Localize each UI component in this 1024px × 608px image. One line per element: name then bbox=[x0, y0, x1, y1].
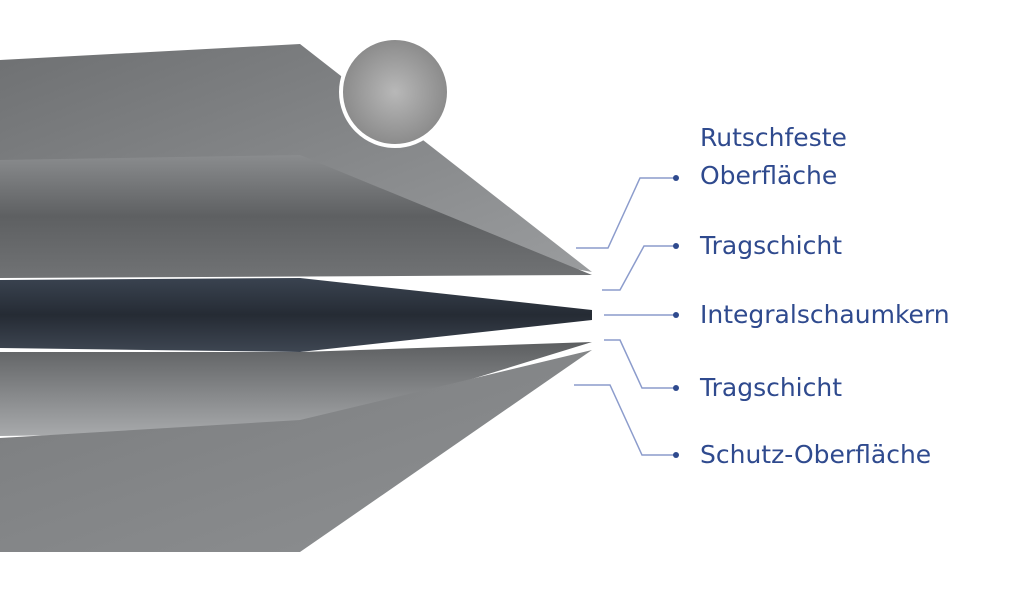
leader-dot-3 bbox=[673, 312, 679, 318]
leader-dot-1 bbox=[673, 175, 679, 181]
label-rutschfeste-oberflaeche: Rutschfeste Oberfläche bbox=[700, 119, 847, 195]
label-line: Oberfläche bbox=[700, 161, 838, 190]
upper-support-layer bbox=[0, 155, 592, 278]
leader-line-4 bbox=[604, 339, 675, 389]
leader-line-2 bbox=[602, 245, 675, 291]
label-schutz-oberflaeche: Schutz-Oberfläche bbox=[700, 440, 932, 469]
foam-core-layer bbox=[0, 278, 592, 352]
leader-line-5 bbox=[574, 384, 675, 456]
label-line: Rutschfeste bbox=[700, 123, 847, 152]
leader-dot-2 bbox=[673, 243, 679, 249]
leader-line-1 bbox=[576, 177, 675, 249]
leader-dot-4 bbox=[673, 385, 679, 391]
label-tragschicht-upper: Tragschicht bbox=[700, 231, 843, 260]
label-integralschaumkern: Integralschaumkern bbox=[700, 300, 950, 329]
lower-support-layer bbox=[0, 342, 592, 436]
surface-texture-magnifier bbox=[339, 36, 451, 148]
leader-dot-5 bbox=[673, 452, 679, 458]
protective-surface-layer bbox=[0, 350, 592, 552]
label-tragschicht-lower: Tragschicht bbox=[700, 373, 843, 402]
